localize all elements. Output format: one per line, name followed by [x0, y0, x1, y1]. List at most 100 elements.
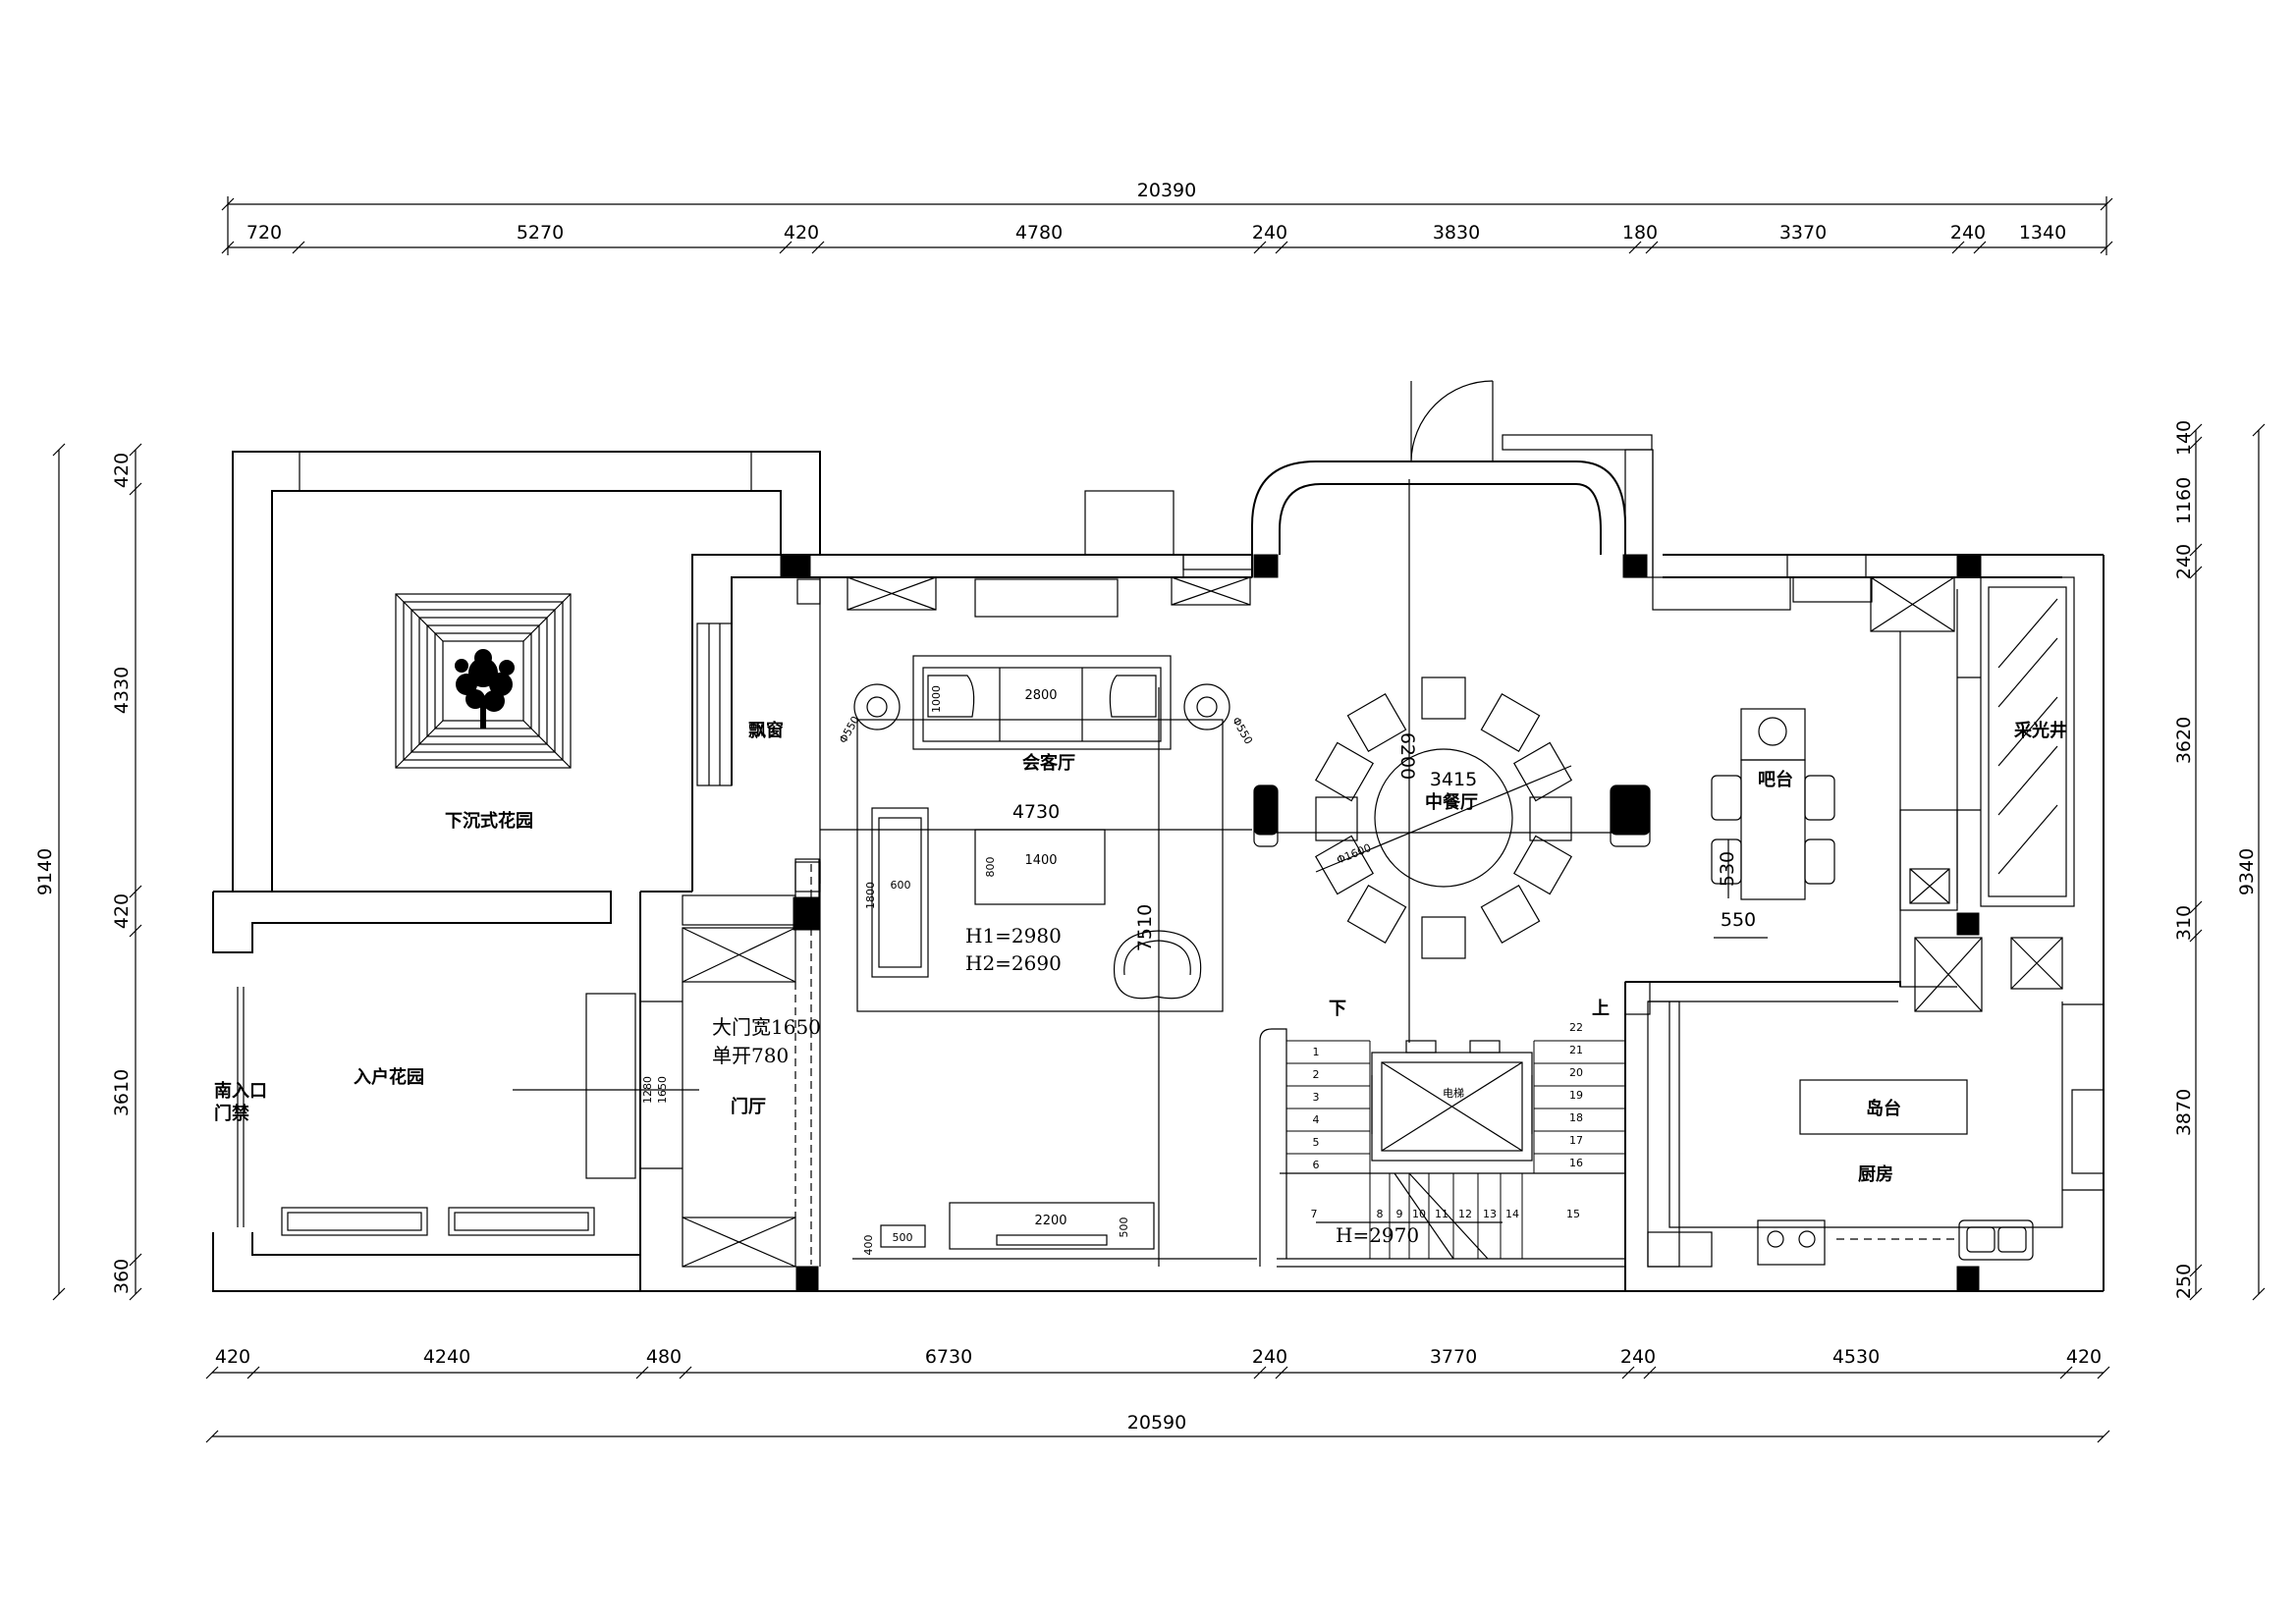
stair-step-number: 18	[1569, 1111, 1583, 1124]
right-dim-segment: 140	[2173, 420, 2195, 456]
room-label-entry-garden: 入户花园	[354, 1066, 424, 1088]
column	[780, 554, 811, 578]
top-dim-segment: 720	[246, 222, 282, 243]
stair-step-number: 10	[1412, 1208, 1426, 1220]
side-cabinet-dim: 500	[893, 1231, 913, 1244]
stair-step-number: 13	[1483, 1208, 1497, 1220]
bottom-dim-segment: 240	[1252, 1346, 1287, 1368]
top-dim-segment: 420	[784, 222, 819, 243]
note-door-width: 大门宽1650	[712, 1015, 821, 1039]
top-dim-segment: 4780	[1015, 222, 1063, 243]
left-dim-segment: 420	[111, 893, 133, 929]
left-dimension-chain: 9140 420 4330 420 3610 360	[34, 443, 142, 1301]
kitchen: 岛台 厨房	[1625, 809, 2105, 1268]
lamp-left-dim: Φ550	[837, 714, 862, 745]
coffee-table-depth-dim: 800	[984, 857, 997, 878]
top-dim-total: 20390	[1137, 180, 1196, 201]
dining-room: Φ1600 3415 6200 中餐厅	[1253, 479, 1651, 1043]
side-cabinet: 500 400	[862, 1224, 926, 1256]
bottom-dim-segment: 6730	[925, 1346, 972, 1368]
column	[1956, 1266, 1980, 1292]
sunken-garden: 下沉式花园	[212, 451, 821, 953]
stair-step-number: 14	[1505, 1208, 1519, 1220]
top-dim-segment: 180	[1622, 222, 1658, 243]
room-label-bar: 吧台	[1758, 769, 1793, 790]
bottom-dim-segment: 420	[2066, 1346, 2102, 1368]
stair-step-number: 4	[1313, 1113, 1320, 1126]
bar-width-dim: 550	[1721, 909, 1756, 931]
stair-step-number: 8	[1377, 1208, 1384, 1220]
stair-step-number: 2	[1313, 1068, 1320, 1081]
stair-step-number: 16	[1569, 1157, 1583, 1169]
room-label-elevator: 电梯	[1443, 1087, 1464, 1100]
bottom-dim-segment: 4240	[423, 1346, 470, 1368]
stair-elevator-core: 电梯 下 上 H=2970 1 2 3 4 5 6 7 8 9 10 11 12…	[1259, 981, 1651, 1291]
stair-step-number: 12	[1458, 1208, 1472, 1220]
foyer: 1280 1650 门厅 大门宽1650 单开780	[639, 861, 821, 1268]
stove-icon	[1757, 1219, 1826, 1266]
room-label-island: 岛台	[1866, 1098, 1901, 1119]
lamp-left: Φ550	[837, 683, 901, 745]
right-dimension-chain: 9340 140 1160 240 3620 310 3870 250	[2173, 420, 2266, 1301]
side-sofa: 600 1800	[864, 807, 929, 978]
top-dim-segment: 3830	[1433, 222, 1480, 243]
dining-chairs	[1314, 676, 1573, 959]
bar-area: 吧台 550 530	[1652, 576, 1958, 988]
stair-step-number: 7	[1311, 1208, 1318, 1220]
side-sofa-dim: 600	[891, 879, 911, 892]
bottom-dim-segment: 480	[646, 1346, 682, 1368]
column	[795, 1266, 819, 1292]
column	[793, 896, 820, 931]
top-dimension-chain: 20390 720 5270 420 4780 240 3830 180 337…	[221, 180, 2113, 255]
tree-icon	[455, 649, 515, 729]
tv-cabinet-dim: 2200	[1034, 1214, 1066, 1228]
bottom-dim-segment: 3770	[1430, 1346, 1477, 1368]
living-width-dim: 4730	[1012, 801, 1060, 823]
column	[1956, 554, 1982, 578]
stair-down-label: 下	[1329, 999, 1346, 1019]
side-cabinet-depth-dim: 400	[862, 1235, 875, 1256]
room-label-foyer: 门厅	[731, 1096, 766, 1117]
room-label-south-entrance: 南入口	[214, 1080, 267, 1102]
note-h2: H2=2690	[965, 951, 1062, 975]
entry-garden: 入户花园 南入口 门禁	[212, 892, 699, 1292]
bottom-dim-segment: 4530	[1832, 1346, 1880, 1368]
room-label-kitchen: 厨房	[1858, 1163, 1893, 1185]
top-dim-segment: 1340	[2019, 222, 2066, 243]
stair-step-number: 5	[1313, 1136, 1320, 1149]
right-dim-segment: 310	[2173, 905, 2195, 941]
foyer-cabinet-dim-b: 1650	[656, 1076, 669, 1104]
stair-step-number: 20	[1569, 1066, 1583, 1079]
sunken-garden-planter	[395, 593, 572, 769]
stair-step-number: 15	[1566, 1208, 1580, 1220]
note-h1: H1=2980	[965, 924, 1062, 947]
dining-depth-dim: 6200	[1396, 732, 1418, 780]
tv-depth-dim: 500	[1118, 1217, 1130, 1238]
stair-step-number: 11	[1435, 1208, 1449, 1220]
room-label-access-control: 门禁	[214, 1103, 249, 1124]
right-dim-segment: 3620	[2173, 717, 2195, 764]
right-dim-segment: 250	[2173, 1264, 2195, 1299]
column	[1956, 912, 1980, 936]
sofa-depth-dim: 1000	[930, 685, 943, 713]
stair-step-number: 9	[1396, 1208, 1403, 1220]
stair-step-number: 22	[1569, 1021, 1583, 1034]
top-dim-segment: 240	[1252, 222, 1287, 243]
entry-door	[1410, 380, 1494, 462]
room-label-skylight: 采光井	[2013, 720, 2067, 741]
left-dim-segment: 420	[111, 453, 133, 488]
armchair	[1113, 930, 1202, 1000]
top-dim-segment: 3370	[1779, 222, 1827, 243]
sofa: 2800 1000	[912, 655, 1172, 750]
side-sofa-length-dim: 1800	[864, 882, 877, 909]
tv-cabinet: 2200 500	[949, 1202, 1155, 1250]
lamp-right: Φ550	[1183, 683, 1255, 746]
room-label-bay-window: 飘窗	[748, 720, 784, 741]
living-depth-dim: 7510	[1134, 904, 1156, 951]
sink-icon	[1958, 1219, 2034, 1261]
left-dim-segment: 3610	[111, 1069, 133, 1116]
dining-bumpout	[1251, 380, 1654, 578]
stair-step-number: 3	[1313, 1091, 1320, 1104]
pilaster	[1253, 784, 1651, 847]
